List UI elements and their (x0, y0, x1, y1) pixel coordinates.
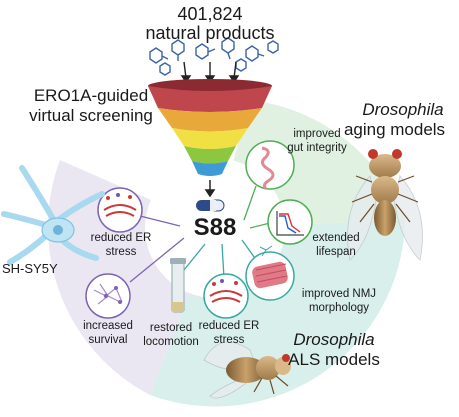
cell-connectors (129, 215, 185, 283)
outcome-lifespan-line-1: extended (312, 232, 360, 244)
aging-model-label: aging models (343, 120, 446, 139)
outcome-nmj-line-1: improved NMJ (301, 288, 377, 300)
gut-integrity-icon (245, 140, 295, 191)
outcome-locomotion-line-2: locomotion (143, 336, 199, 348)
cell-model-label: SH-SY5Y (2, 261, 58, 276)
method-line-2: virtual screening (29, 106, 153, 125)
nmj-muscle-icon (245, 245, 295, 301)
outcome-gut-line-2: gut integrity (287, 142, 347, 154)
neuron-cell-illustration (1, 165, 105, 265)
als-model-label: ALS models (288, 350, 380, 369)
er-stress-cell-icon-als (203, 273, 249, 319)
outcome-nmj-line-2: morphology (308, 302, 370, 314)
capsule-icon (196, 199, 225, 212)
outcome-survival-line-1: increased (83, 320, 133, 332)
er-stress-cell-icon (97, 187, 143, 233)
outcome-er-cell-line-2: stress (105, 246, 137, 258)
outcome-er-als-line-2: stress (213, 334, 245, 346)
outcome-locomotion-line-1: restored (149, 322, 193, 334)
lifespan-curve-icon (267, 199, 313, 245)
input-count: 401,824 (177, 4, 243, 24)
als-model-species: Drosophila (293, 330, 375, 349)
method-line-1: ERO1A-guided (33, 86, 149, 105)
screening-funnel (148, 79, 272, 176)
compound-name: S88 (193, 214, 237, 241)
input-label: natural products (145, 23, 275, 43)
drosophila-aging-fly (347, 149, 423, 261)
aging-model-species: Drosophila (362, 100, 444, 119)
funnel-output-arrow (204, 180, 216, 198)
molecule-icons (149, 37, 279, 76)
outcome-gut-line-1: improved (293, 128, 341, 140)
drosophila-als-fly (203, 341, 291, 399)
neuron-network-icon (85, 273, 131, 319)
outcome-lifespan-line-2: lifespan (316, 246, 356, 258)
vial-icon (170, 258, 186, 313)
outcome-er-cell-line-1: reduced ER (90, 232, 152, 244)
outcome-survival-line-2: survival (88, 334, 128, 346)
outcome-er-als-line-1: reduced ER (198, 320, 260, 332)
